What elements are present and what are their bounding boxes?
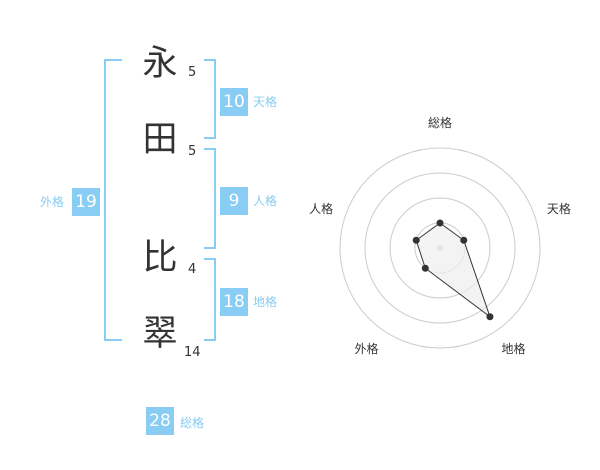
stroke-count-2: 5 (188, 144, 197, 159)
gaikaku-label: 外格 (40, 195, 65, 209)
stroke-count-4: 14 (184, 345, 201, 360)
jinkaku-label: 人格 (253, 194, 278, 208)
radar-axis-label: 人格 (309, 202, 334, 217)
name-char-1: 永 (142, 44, 178, 84)
stroke-count-3: 4 (188, 262, 197, 277)
soukaku-label: 総格 (180, 416, 205, 430)
gaikaku-badge: 19 (72, 188, 100, 216)
radar-ring (364, 172, 516, 324)
chikaku-badge: 18 (220, 288, 248, 316)
radar-polygon (415, 222, 491, 319)
name-char-4: 翠 (142, 314, 178, 354)
radar-point (421, 264, 429, 272)
radar-axis-label: 総格 (428, 116, 453, 130)
tenkaku-label: 天格 (253, 95, 278, 109)
soukaku-badge: 28 (146, 407, 174, 435)
name-char-3: 比 (142, 238, 178, 278)
jinkaku-badge: 9 (220, 187, 248, 215)
radar-axis-label: 天格 (546, 202, 571, 217)
radar-axis-label: 外格 (354, 342, 379, 357)
radar-point (460, 236, 468, 244)
radar-ring (389, 197, 491, 299)
radar-ring (339, 147, 541, 349)
radar-point (486, 313, 494, 321)
radar-point (412, 236, 420, 244)
name-char-2: 田 (142, 120, 178, 160)
radar-axis-label: 地格 (501, 342, 526, 357)
tenkaku-badge: 10 (220, 88, 248, 116)
radar-point (436, 219, 444, 227)
chikaku-label: 地格 (253, 295, 278, 309)
stroke-count-1: 5 (188, 65, 197, 80)
